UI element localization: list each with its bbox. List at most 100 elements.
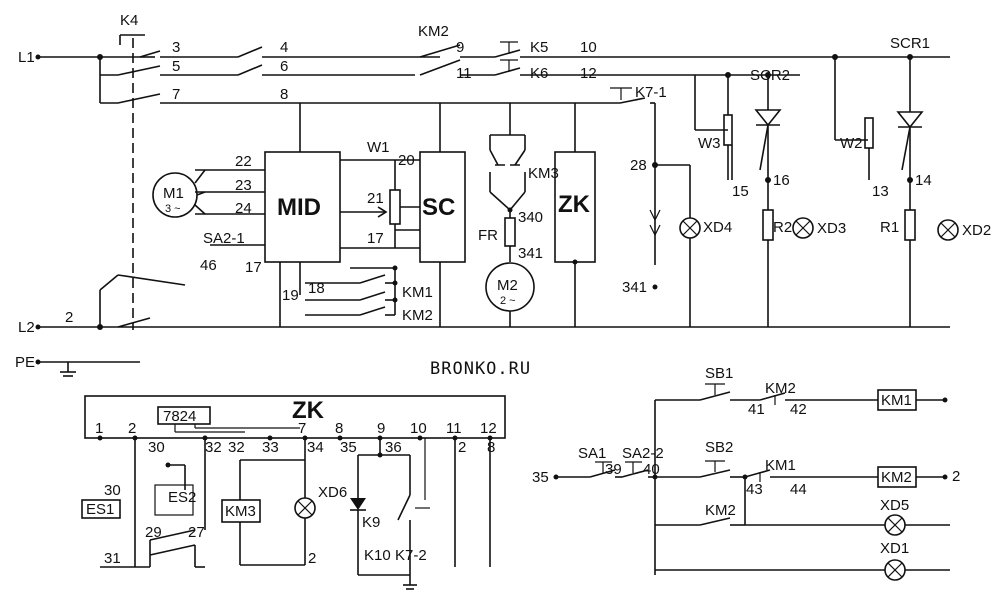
label-20: 20: [398, 152, 415, 169]
label-21: 21: [367, 190, 384, 207]
label-31: 31: [104, 550, 121, 567]
label-15: 15: [732, 183, 749, 200]
label-16: 16: [773, 172, 790, 189]
mid-block: [195, 103, 420, 327]
zk-block: [554, 103, 596, 327]
label-m2-sub: 2 ~: [500, 295, 516, 307]
label-xd3: XD3: [817, 220, 846, 237]
label-sa1: SA1: [578, 445, 606, 462]
label-sc: SC: [422, 194, 455, 221]
label-sa2-1: SA2-1: [203, 230, 245, 247]
label-fr: FR: [478, 227, 498, 244]
label-xd1: XD1: [880, 540, 909, 557]
label-6: 6: [280, 58, 288, 75]
label-m2: M2: [497, 277, 518, 294]
label-es1n: 30: [104, 482, 121, 499]
label-pe: PE: [15, 354, 35, 371]
scr2-circuit: [694, 75, 814, 327]
label-zk-box: ZK: [292, 397, 325, 424]
power-rails: [35, 34, 950, 377]
label-km3-coil: KM3: [225, 503, 256, 520]
label-km1-coil: KM1: [881, 392, 912, 409]
label-46: 46: [200, 257, 217, 274]
label-r1: R1: [880, 219, 899, 236]
label-341b: 341: [622, 279, 647, 296]
label-k4: K4: [120, 12, 138, 29]
t12: 12: [480, 420, 497, 437]
label-km1-ctrl: KM1: [765, 457, 796, 474]
label-mid: MID: [277, 194, 321, 221]
label-39: 39: [605, 461, 622, 478]
label-k5: K5: [530, 39, 548, 56]
label-sb2: SB2: [705, 439, 733, 456]
t11: 11: [446, 420, 462, 437]
watermark: BRONKO.RU: [430, 359, 531, 379]
label-35: 35: [340, 439, 357, 456]
label-44: 44: [790, 481, 807, 498]
label-18: 18: [308, 280, 325, 297]
label-29: 29: [145, 524, 162, 541]
label-19: 19: [282, 287, 299, 304]
label-2c: 2: [458, 439, 466, 456]
motor-m2-circuit: [485, 103, 535, 327]
label-36: 36: [385, 439, 402, 456]
label-23: 23: [235, 177, 252, 194]
label-8b: 8: [487, 439, 495, 456]
label-km2: KM2: [418, 23, 449, 40]
t9: 9: [377, 420, 385, 437]
label-14: 14: [915, 172, 932, 189]
t10: 10: [410, 420, 427, 437]
label-l1: L1: [18, 49, 35, 66]
label-3: 3: [172, 39, 180, 56]
label-sb1: SB1: [705, 365, 733, 382]
label-7824: 7824: [163, 408, 196, 425]
label-32b: 32: [228, 439, 245, 456]
t7: 7: [298, 420, 306, 437]
motor-m1: [152, 169, 206, 218]
label-11: 11: [456, 65, 472, 82]
label-xd2: XD2: [962, 222, 991, 239]
label-l2: L2: [18, 319, 35, 336]
label-km1: KM1: [402, 284, 433, 301]
label-35-ctrl: 35: [532, 469, 549, 486]
label-zk: ZK: [558, 191, 591, 218]
label-30: 30: [148, 439, 165, 456]
lamp-xd4: [652, 162, 701, 327]
label-12: 12: [580, 65, 597, 82]
label-r2: R2: [773, 219, 792, 236]
label-10: 10: [580, 39, 597, 56]
label-scr1: SCR1: [890, 35, 930, 52]
label-22: 22: [235, 153, 252, 170]
label-4: 4: [280, 39, 288, 56]
label-k7-1: K7-1: [635, 84, 667, 101]
label-2-ctrl: 2: [952, 468, 960, 485]
label-8: 8: [280, 86, 288, 103]
label-xd6: XD6: [318, 484, 347, 501]
label-27: 27: [188, 524, 205, 541]
label-xd5: XD5: [880, 497, 909, 514]
label-17b: 17: [245, 259, 262, 276]
label-7: 7: [172, 86, 180, 103]
t8: 8: [335, 420, 343, 437]
t1: 1: [95, 420, 103, 437]
scr1-circuit: [834, 57, 959, 327]
label-w1: W1: [367, 139, 390, 156]
label-341: 341: [518, 245, 543, 262]
label-32: 32: [205, 439, 222, 456]
label-2b: 2: [308, 550, 316, 567]
label-w3: W3: [698, 135, 721, 152]
label-17a: 17: [367, 230, 384, 247]
control-circuit: [553, 383, 950, 581]
sc-block: [305, 103, 466, 327]
label-k10: K10: [364, 547, 391, 564]
label-es1: ES1: [86, 501, 114, 518]
label-33: 33: [262, 439, 279, 456]
label-340: 340: [518, 209, 543, 226]
label-m1: M1: [163, 185, 184, 202]
label-k6: K6: [530, 65, 548, 82]
label-km2b: KM2: [402, 307, 433, 324]
label-28: 28: [630, 157, 647, 174]
label-km2-ctrl: KM2: [765, 380, 796, 397]
label-w2: W2: [840, 135, 863, 152]
